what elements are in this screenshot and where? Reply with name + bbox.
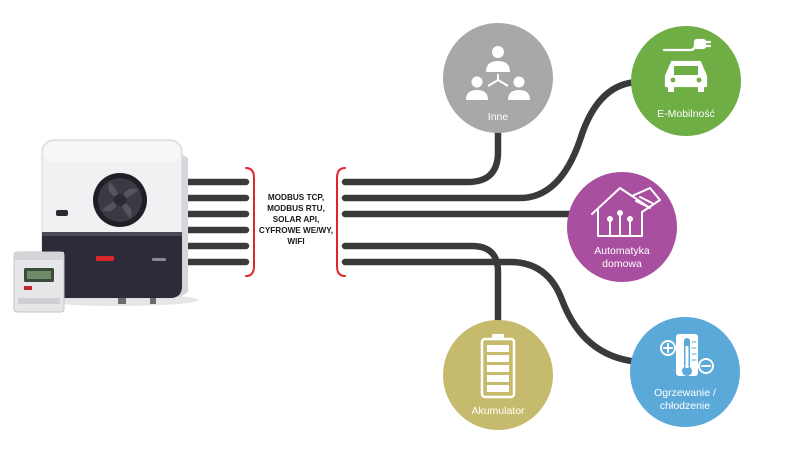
inverter-dark-panel: [42, 232, 182, 298]
protocol-label: WIFI: [287, 237, 304, 246]
inverter-device: [38, 139, 198, 306]
protocol-list: MODBUS TCP, MODBUS RTU, SOLAR API, CYFRO…: [259, 193, 333, 246]
cable-to-inne: [341, 111, 502, 186]
cable-to-battery: [341, 242, 502, 334]
node-label: E-Mobilność: [657, 108, 715, 120]
protocol-label: CYFROWE WE/WY,: [259, 226, 333, 235]
node-label: domowa: [602, 258, 642, 270]
brand-logo: [96, 256, 114, 261]
connector: [118, 298, 126, 304]
node-label: Inne: [488, 111, 509, 123]
inverter-top-highlight: [44, 142, 180, 162]
node-automation: Automatyka domowa: [567, 172, 677, 282]
inverter-panel-edge: [42, 232, 182, 236]
protocol-label: MODBUS TCP,: [268, 193, 324, 202]
meter-top: [14, 252, 64, 260]
people-network-icon: [466, 46, 530, 100]
right-bracket: [336, 167, 346, 277]
node-label: Akumulator: [471, 405, 525, 417]
model-plate: [152, 258, 166, 261]
node-heating: Ogrzewanie / chłodzenie: [630, 317, 740, 427]
car-plug-icon: [662, 38, 712, 92]
protocol-label: SOLAR API,: [273, 215, 320, 224]
node-label: chłodzenie: [660, 400, 710, 412]
meter-screen: [27, 271, 51, 279]
smart-meter: [13, 251, 65, 313]
meter-terminals: [18, 298, 60, 304]
node-circle: [567, 172, 677, 282]
fan-hub: [114, 194, 126, 206]
node-label: Ogrzewanie /: [654, 387, 716, 399]
left-bracket: [245, 167, 255, 277]
node-inne: Inne: [443, 23, 553, 133]
cable-to-emobility: [341, 78, 664, 202]
meter-led: [24, 286, 32, 290]
protocol-label: MODBUS RTU,: [267, 204, 325, 213]
thermometer-icon: [660, 334, 714, 376]
node-label: Automatyka: [594, 245, 650, 257]
smart-house-icon: [591, 187, 661, 237]
connector: [150, 298, 156, 304]
bracket-group: [245, 167, 346, 277]
node-battery: Akumulator: [443, 320, 553, 430]
node-emobility: E-Mobilność: [631, 26, 741, 136]
cable-to-heating: [341, 258, 664, 366]
cable-group: [179, 78, 664, 366]
inverter-tab: [56, 210, 68, 216]
battery-icon: [480, 334, 516, 399]
